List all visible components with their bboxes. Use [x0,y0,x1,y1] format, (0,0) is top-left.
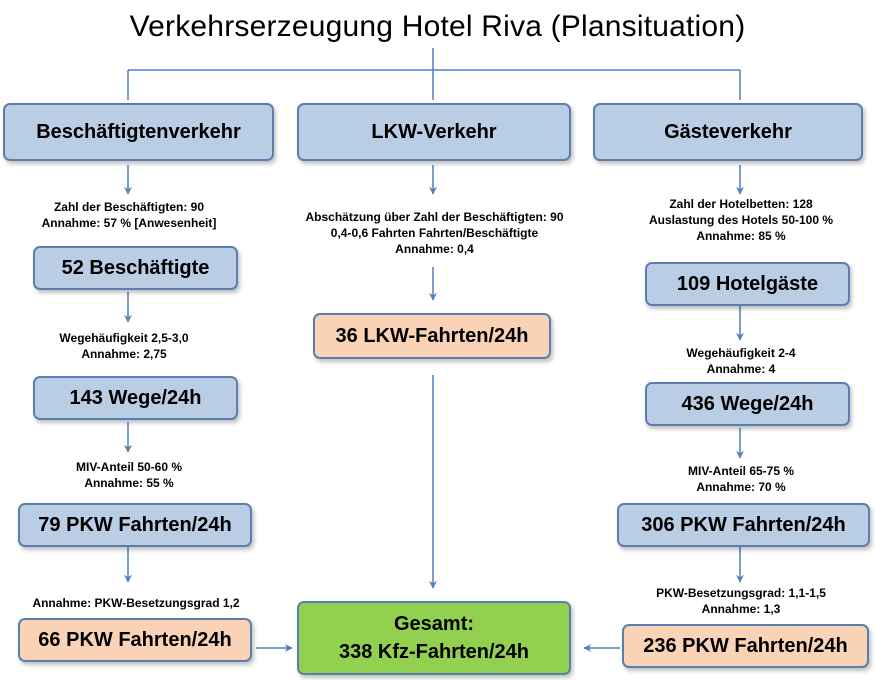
box-car-trips-result-left: 66 PKW Fahrten/24h [18,618,252,662]
header-lkw-verkehr: LKW-Verkehr [297,103,571,161]
box-trips-left: 143 Wege/24h [33,376,238,420]
box-truck-trips: 36 LKW-Fahrten/24h [313,313,551,359]
note-occupancy-left: Annahme: PKW-Besetzungsgrad 1,2 [32,596,240,610]
box-car-trips-result-right: 236 PKW Fahrten/24h [622,624,869,668]
total-label: Gesamt: [393,613,475,635]
box-car-trips-left: 79 PKW Fahrten/24h [18,503,252,547]
box-total: Gesamt: 338 Kfz-Fahrten/24h [297,601,571,675]
note-trip-frequency-right: Wegehäufigkeit 2-4 Annahme: 4 [686,346,796,376]
note-miv-share-left: MIV-Anteil 50-60 % Annahme: 55 % [75,460,183,490]
box-car-trips-right: 306 PKW Fahrten/24h [617,503,870,547]
note-hotel-beds: Zahl der Hotelbetten: 128 Auslastung des… [648,197,834,243]
diagram-title: Verkehrserzeugung Hotel Riva (Plansituat… [129,10,746,43]
note-truck-estimate: Abschätzung über Zahl der Beschäftigten:… [305,210,564,256]
note-miv-share-right: MIV-Anteil 65-75 % Annahme: 70 % [687,464,795,494]
note-trip-frequency-left: Wegehäufigkeit 2,5-3,0 Annahme: 2,75 [59,331,189,361]
total-value: 338 Kfz-Fahrten/24h [338,641,530,663]
note-occupancy-right: PKW-Besetzungsgrad: 1,1-1,5 Annahme: 1,3 [656,586,826,616]
box-hotel-guests: 109 Hotelgäste [645,262,850,306]
header-beschaeftigtenverkehr: Beschäftigtenverkehr [3,103,274,161]
box-employees: 52 Beschäftigte [33,246,238,290]
note-employees: Zahl der Beschäftigten: 90 Annahme: 57 %… [41,200,217,230]
box-trips-right: 436 Wege/24h [645,382,850,426]
header-gaesteverkehr: Gästeverkehr [593,103,863,161]
